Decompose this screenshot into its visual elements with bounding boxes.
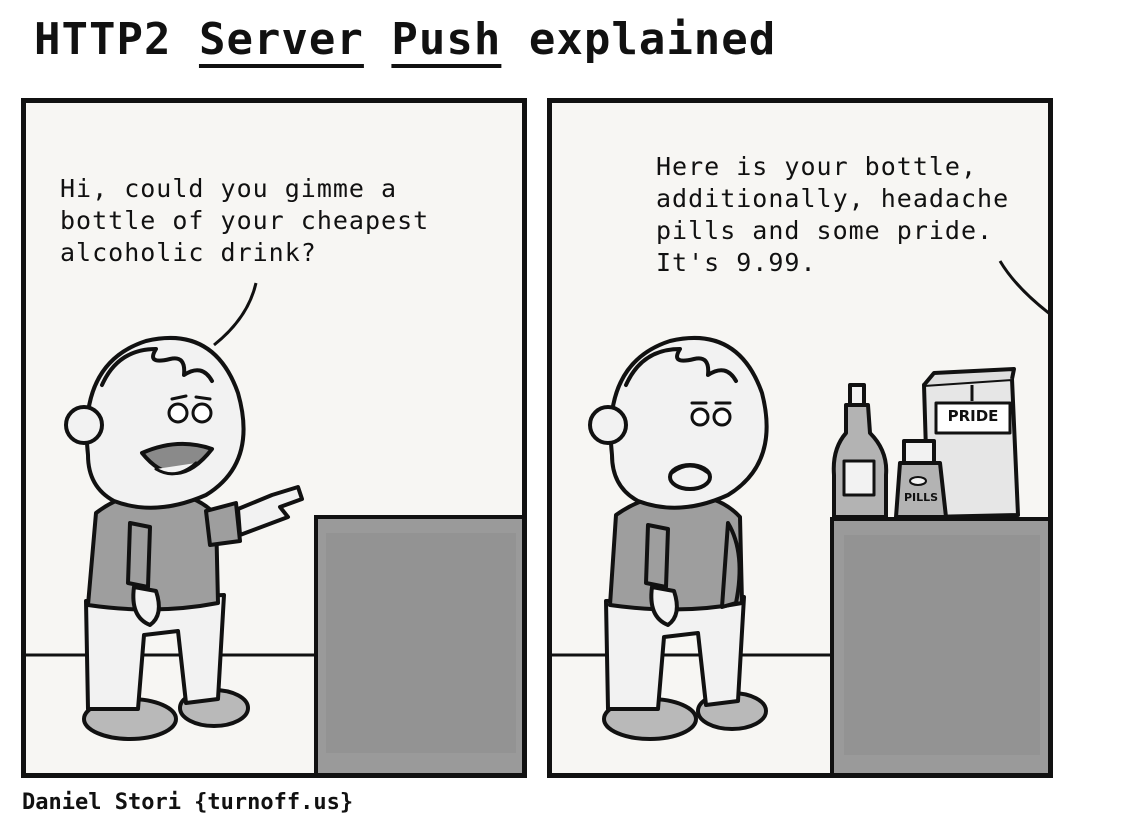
clerk-character <box>588 336 769 741</box>
pills-label: PILLS <box>903 491 939 504</box>
alcohol-bottle <box>831 383 889 519</box>
comic-title: HTTP2 Server Push explained <box>34 14 777 65</box>
title-word-server: Server <box>198 14 364 65</box>
comic-panel-1: Hi, could you gimme a bottle of your che… <box>21 98 527 778</box>
customer-character <box>64 336 304 741</box>
pride-box-label: PRIDE <box>947 407 999 425</box>
panel-2-artwork <box>552 260 1048 773</box>
comic-panel-2: Here is your bottle, additionally, heada… <box>547 98 1053 778</box>
pills-bottle <box>894 439 948 519</box>
customer-speech: Hi, could you gimme a bottle of your che… <box>60 174 430 267</box>
title-word-push: Push <box>391 14 502 65</box>
panel-1-artwork <box>26 282 522 773</box>
clerk-speech: Here is your bottle, additionally, heada… <box>656 152 1010 277</box>
author-credit: Daniel Stori {turnoff.us} <box>22 790 354 815</box>
